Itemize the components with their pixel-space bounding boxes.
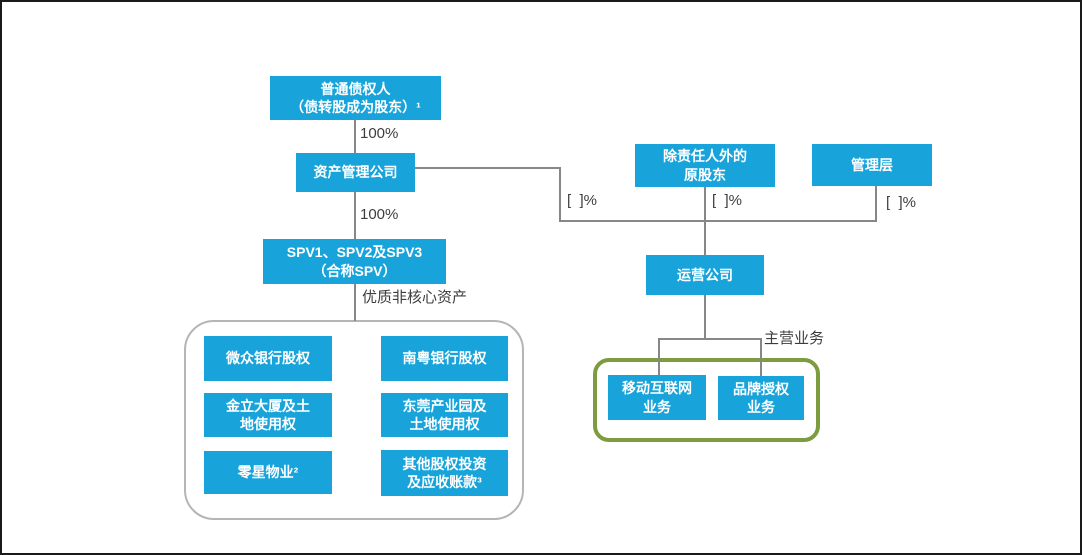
connector-opco-down (704, 295, 706, 340)
label-pct-management-opco: [ ]% (886, 194, 917, 211)
node-other-equity-receivables: 其他股权投资 及应收账款³ (381, 450, 508, 496)
connector-amc-down (559, 167, 561, 222)
connector-amc-right (415, 167, 561, 169)
connector-creditors-amc (354, 120, 356, 153)
node-operating-company: 运营公司 (646, 255, 764, 295)
main-business-container (593, 358, 820, 442)
node-management-team: 管理层 (812, 144, 932, 186)
node-weizhong-bank-equity: 微众银行股权 (204, 336, 332, 381)
connector-amc-spv (354, 192, 356, 239)
label-main-business: 主营业务 (764, 330, 825, 347)
node-scattered-properties: 零星物业² (204, 451, 332, 494)
label-pct-shareholders-opco: [ ]% (712, 192, 743, 209)
node-original-shareholders: 除责任人外的 原股东 (635, 144, 775, 187)
node-mobile-internet-business: 移动互联网 业务 (608, 375, 706, 420)
connector-owners-bus (559, 220, 877, 222)
node-asset-management-company: 资产管理公司 (296, 153, 415, 192)
connector-shareholders-opco (704, 187, 706, 255)
node-dongguan-industrial-park: 东莞产业园及 土地使用权 (381, 393, 508, 437)
connector-mobile-up (658, 338, 660, 376)
connector-brand-up (760, 338, 762, 378)
node-brand-licensing-business: 品牌授权 业务 (718, 376, 804, 420)
connector-business-branch (658, 338, 762, 340)
connector-management-down (875, 185, 877, 222)
label-pct-amc-spv: 100% (360, 206, 399, 223)
label-pct-amc-opco: [ ]% (567, 192, 598, 209)
connector-spv-assets (354, 284, 356, 321)
node-ordinary-creditors: 普通债权人 （债转股成为股东）¹ (270, 76, 441, 120)
node-spv: SPV1、SPV2及SPV3 （合称SPV） (263, 239, 446, 284)
node-nanyue-bank-equity: 南粤银行股权 (381, 336, 508, 381)
label-pct-creditors-amc: 100% (360, 125, 399, 142)
label-noncore-assets: 优质非核心资产 (362, 289, 468, 306)
node-jinli-tower-land: 金立大厦及土 地使用权 (204, 393, 332, 437)
